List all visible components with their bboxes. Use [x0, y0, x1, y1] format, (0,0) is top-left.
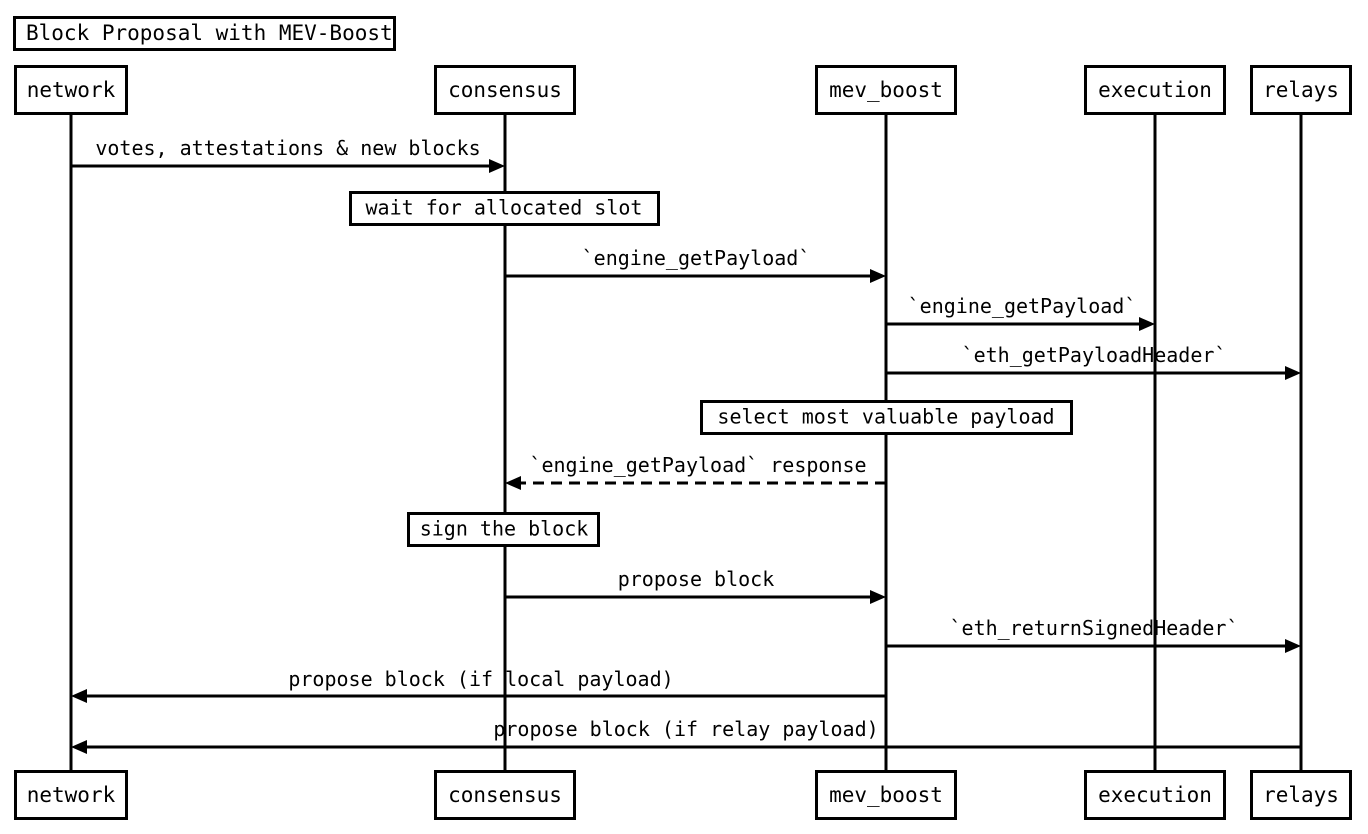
message-arrowhead-2: [870, 269, 886, 283]
participant-footer-relays[interactable]: relays: [1250, 770, 1352, 820]
participant-box-consensus[interactable]: [434, 65, 576, 115]
participant-label-relays-bottom: relays: [1263, 783, 1339, 807]
message-propose-block-if-relay-payload[interactable]: propose block (if relay payload): [71, 717, 1301, 754]
participant-label-network-bottom: network: [27, 783, 116, 807]
message-arrowhead-8: [71, 689, 87, 703]
participant-header-mev-boost[interactable]: mev_boost: [815, 65, 957, 115]
note-label-3: sign the block: [420, 517, 589, 541]
message-arrowhead-4: [1285, 366, 1301, 380]
message-propose-block[interactable]: propose block: [505, 567, 886, 604]
participant-footer-execution[interactable]: execution: [1084, 770, 1226, 820]
lifelines: [69, 113, 1303, 770]
message-label-4: `eth_getPayloadHeader`: [962, 343, 1227, 367]
message-engine-getpayload-consensus-mevboost[interactable]: `engine_getPayload`: [505, 246, 886, 283]
participant-header-relays[interactable]: relays: [1250, 65, 1352, 115]
message-engine-getpayload-mevboost-execution[interactable]: `engine_getPayload`: [886, 294, 1155, 331]
note-sign-the-block: sign the block: [407, 512, 600, 547]
participant-label-consensus: consensus: [448, 78, 562, 102]
participant-label-execution: execution: [1098, 78, 1212, 102]
message-label-9: propose block (if relay payload): [493, 717, 878, 741]
message-label-8: propose block (if local payload): [288, 667, 673, 691]
message-label-2: `engine_getPayload`: [582, 246, 811, 270]
participant-label-mev-boost: mev_boost: [829, 78, 943, 102]
message-label-1: votes, attestations & new blocks: [95, 136, 480, 160]
participant-box-network[interactable]: [14, 65, 128, 115]
diagram-title: Block Proposal with MEV-Boost: [13, 16, 396, 51]
participant-label-mev-boost-bottom: mev_boost: [829, 783, 943, 807]
message-arrowhead-9: [71, 740, 87, 754]
note-label-2: select most valuable payload: [717, 405, 1054, 429]
participant-header-execution[interactable]: execution: [1084, 65, 1226, 115]
participant-box-execution[interactable]: [1084, 65, 1226, 115]
message-label-6: propose block: [618, 567, 775, 591]
note-box-2: [700, 400, 1073, 435]
message-propose-block-if-local-payload[interactable]: propose block (if local payload): [71, 667, 886, 703]
message-arrowhead-3: [1139, 317, 1155, 331]
message-label-7: `eth_returnSignedHeader`: [950, 616, 1239, 640]
participant-label-execution-bottom: execution: [1098, 783, 1212, 807]
participant-box-execution-bottom[interactable]: [1084, 770, 1226, 820]
message-arrowhead-7: [1285, 639, 1301, 653]
message-votes-attestations-new-blocks[interactable]: votes, attestations & new blocks: [71, 136, 505, 173]
participant-box-mev-boost-bottom[interactable]: [815, 770, 957, 820]
participant-box-relays[interactable]: [1250, 65, 1352, 115]
note-wait-for-allocated-slot: wait for allocated slot: [349, 191, 660, 226]
note-box-3: [407, 512, 600, 547]
participant-footer-network[interactable]: network: [14, 770, 128, 820]
participant-label-network: network: [27, 78, 116, 102]
participant-box-mev-boost[interactable]: [815, 65, 957, 115]
participant-header-consensus[interactable]: consensus: [434, 65, 576, 115]
message-label-5: `engine_getPayload` response: [529, 453, 866, 477]
participant-box-network-bottom[interactable]: [14, 770, 128, 820]
message-eth-returnsignedheader[interactable]: `eth_returnSignedHeader`: [886, 616, 1301, 653]
message-arrowhead-1: [489, 159, 505, 173]
participant-header-network[interactable]: network: [14, 65, 128, 115]
participant-footer-consensus[interactable]: consensus: [434, 770, 576, 820]
diagram-title-label: Block Proposal with MEV-Boost: [26, 21, 393, 45]
message-label-3: `engine_getPayload`: [908, 294, 1137, 318]
message-arrowhead-5: [505, 476, 521, 490]
message-engine-getpayload-response[interactable]: `engine_getPayload` response: [505, 453, 886, 490]
message-eth-getpayloadheader[interactable]: `eth_getPayloadHeader`: [886, 343, 1301, 380]
participant-box-relays-bottom[interactable]: [1250, 770, 1352, 820]
note-select-most-valuable-payload: select most valuable payload: [700, 400, 1073, 435]
participant-label-relays: relays: [1263, 78, 1339, 102]
participant-box-consensus-bottom[interactable]: [434, 770, 576, 820]
participant-footer-mev-boost[interactable]: mev_boost: [815, 770, 957, 820]
participant-label-consensus-bottom: consensus: [448, 783, 562, 807]
diagram-title-box: [13, 16, 396, 51]
note-label-1: wait for allocated slot: [366, 196, 643, 220]
message-arrowhead-6: [870, 590, 886, 604]
note-box-1: [349, 191, 660, 226]
